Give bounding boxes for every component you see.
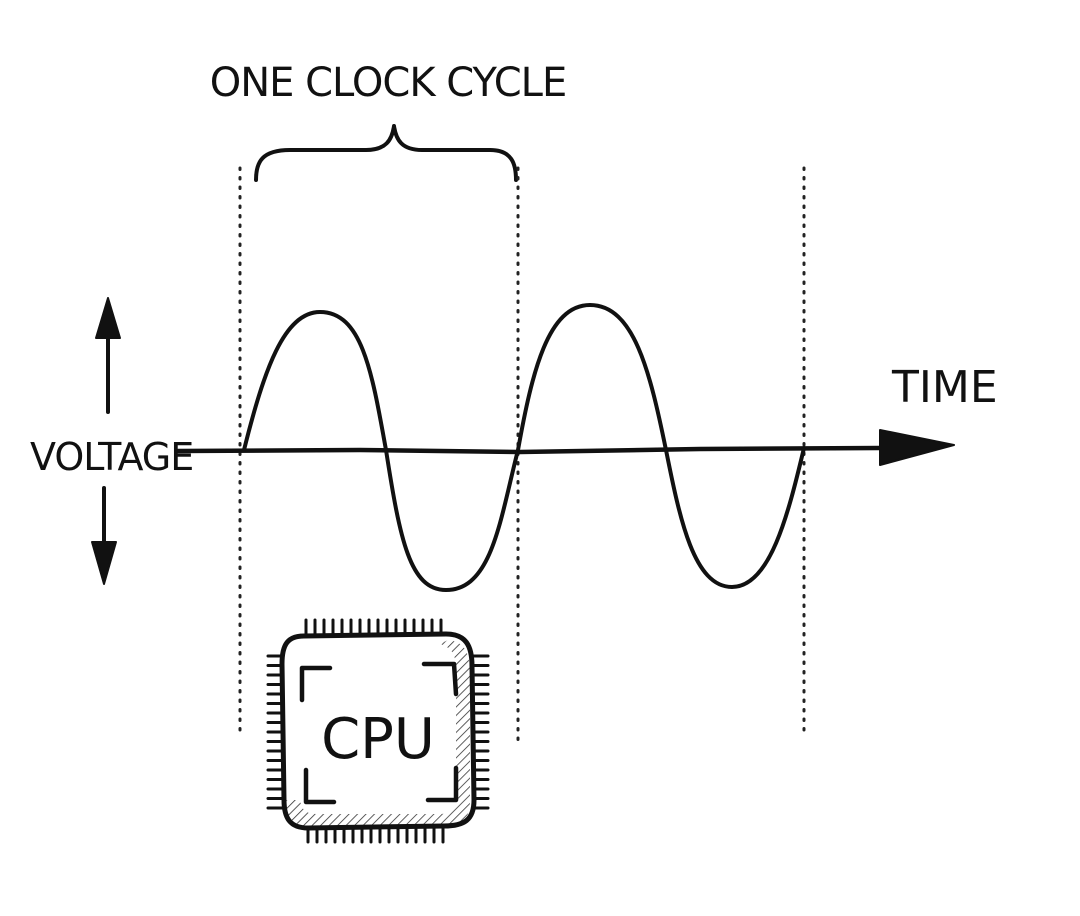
time-label: TIME (891, 362, 998, 413)
cycle-brace (254, 124, 518, 182)
cpu-chip-icon: CPU (266, 618, 490, 844)
arrowhead-right-icon (879, 429, 955, 466)
chip-corner-tr (421, 661, 459, 697)
time-axis (175, 445, 883, 455)
chip-corner-tl (299, 665, 333, 703)
voltage-label: VOLTAGE (30, 435, 193, 479)
chip-body (279, 631, 477, 831)
arrow-up-icon (95, 297, 121, 414)
chip-pins-right (472, 654, 490, 810)
arrow-down-icon (91, 486, 117, 585)
chip-corner-br (425, 765, 459, 803)
clock-wave (242, 303, 806, 592)
cpu-label: CPU (321, 707, 435, 772)
chip-pins-top (304, 618, 443, 636)
chip-corner-bl (303, 767, 337, 805)
chip-pins-bottom (306, 826, 445, 844)
cycle-label: ONE CLOCK CYCLE (210, 60, 567, 106)
chip-pins-left (266, 654, 284, 810)
